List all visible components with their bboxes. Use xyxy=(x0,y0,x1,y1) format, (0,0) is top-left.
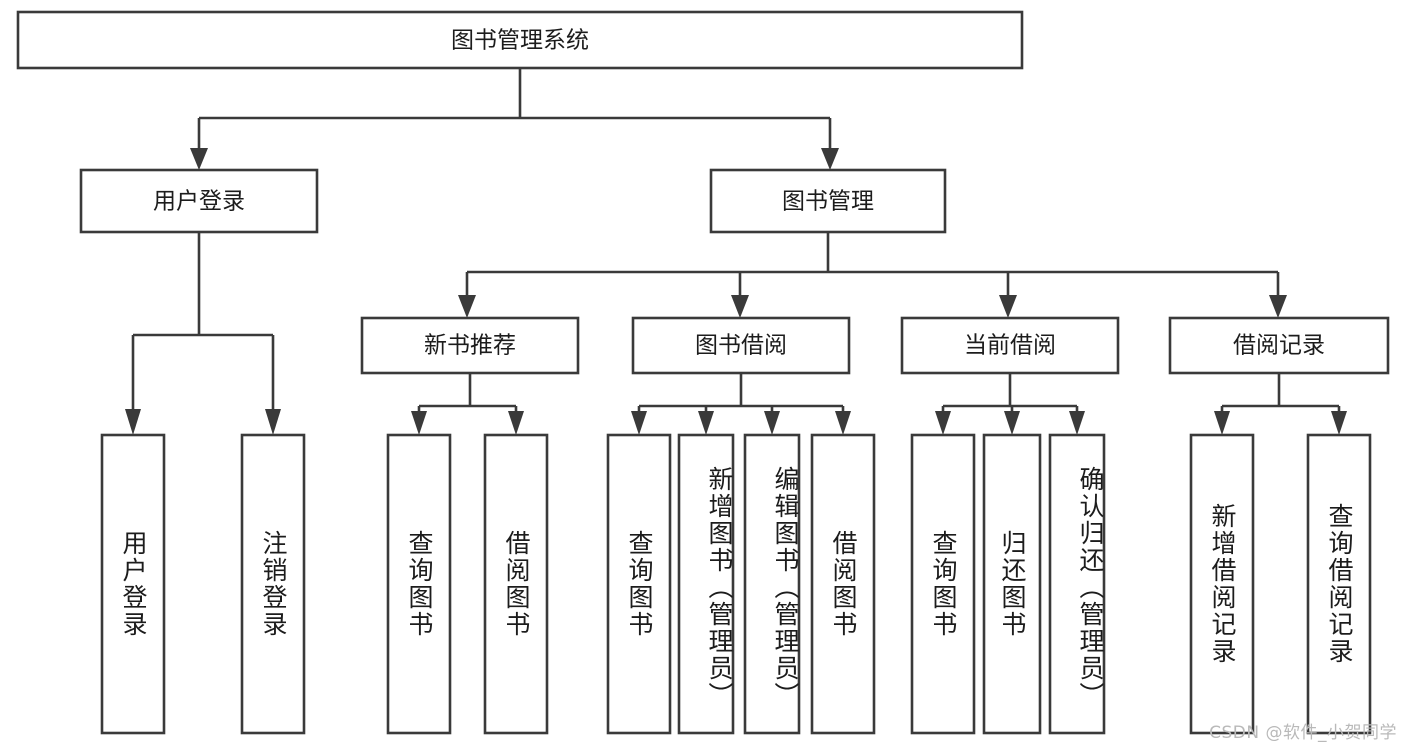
leaf-box-borrow-book-1[interactable] xyxy=(483,433,549,735)
leaf-box-query-record[interactable] xyxy=(1306,433,1372,735)
arrowhead-leaf-query-book-1 xyxy=(411,411,427,435)
leaf-box-user-login[interactable] xyxy=(100,433,166,735)
leaf-box-confirm-return[interactable] xyxy=(1048,433,1106,735)
node-book-manage-label: 图书管理 xyxy=(782,189,874,215)
arrowhead-leaf-borrow-book-2 xyxy=(835,411,851,435)
arrowhead-book-borrow xyxy=(731,295,749,318)
leaf-box-query-book-3[interactable] xyxy=(910,433,976,735)
arrowhead-book-manage xyxy=(821,148,839,170)
node-current-borrow-label: 当前借阅 xyxy=(964,333,1056,359)
connector-root-to-level2 xyxy=(190,68,839,170)
arrowhead-leaf-query-book-2 xyxy=(631,411,647,435)
arrowhead-new-book-recommend xyxy=(458,295,476,318)
node-borrow-record[interactable]: 借阅记录 xyxy=(1168,316,1390,375)
leaf-box-add-record[interactable] xyxy=(1189,433,1255,735)
connector-current-borrow-to-leaves xyxy=(935,373,1085,435)
node-root-label: 图书管理系统 xyxy=(451,28,589,54)
node-book-borrow-box xyxy=(631,316,851,375)
connector-borrow-record-to-leaves xyxy=(1214,373,1347,435)
connector-new-book-recommend-to-leaves xyxy=(411,373,524,435)
arrowhead-leaf-query-record xyxy=(1331,411,1347,435)
arrowhead-leaf-return-book xyxy=(1004,411,1020,435)
node-book-borrow[interactable]: 图书借阅 xyxy=(631,316,851,375)
arrowhead-borrow-record xyxy=(1269,295,1287,318)
node-user-login-label: 用户登录 xyxy=(153,189,245,215)
node-borrow-record-box xyxy=(1168,316,1390,375)
node-new-book-recommend-label: 新书推荐 xyxy=(424,333,516,359)
node-root[interactable]: 图书管理系统 xyxy=(16,10,1024,70)
leaf-box-return-book[interactable] xyxy=(982,433,1042,735)
arrowhead-current-borrow xyxy=(999,295,1017,318)
node-root-box xyxy=(16,10,1024,70)
arrowhead-leaf-query-book-3 xyxy=(935,411,951,435)
arrowhead-leaf-logout xyxy=(265,409,281,435)
arrowhead-user-login xyxy=(190,148,208,170)
leaf-box-query-book-2[interactable] xyxy=(606,433,672,735)
arrowhead-leaf-add-record xyxy=(1214,411,1230,435)
leaf-boxes xyxy=(100,433,1372,735)
node-book-borrow-label: 图书借阅 xyxy=(695,333,787,359)
leaf-box-logout[interactable] xyxy=(240,433,306,735)
leaf-box-borrow-book-2[interactable] xyxy=(810,433,876,735)
arrowhead-leaf-user-login xyxy=(125,409,141,435)
watermark-text: CSDN @软件_小贺同学 xyxy=(1209,723,1397,743)
node-book-manage[interactable]: 图书管理 xyxy=(709,168,947,234)
arrowhead-leaf-add-book xyxy=(698,411,714,435)
leaf-box-query-book-1[interactable] xyxy=(386,433,452,735)
arrowhead-leaf-borrow-book-1 xyxy=(508,411,524,435)
connector-user-login-to-leaves xyxy=(125,232,281,435)
node-current-borrow-box xyxy=(900,316,1120,375)
node-borrow-record-label: 借阅记录 xyxy=(1233,333,1325,359)
arrowhead-leaf-edit-book xyxy=(764,411,780,435)
node-book-manage-box xyxy=(709,168,947,234)
connector-book-borrow-to-leaves xyxy=(631,373,851,435)
leaf-box-edit-book[interactable] xyxy=(743,433,801,735)
node-user-login[interactable]: 用户登录 xyxy=(79,168,319,234)
node-new-book-recommend[interactable]: 新书推荐 xyxy=(360,316,580,375)
connector-book-manage-to-level3 xyxy=(458,232,1287,318)
arrowhead-leaf-confirm-return xyxy=(1069,411,1085,435)
leaf-box-add-book[interactable] xyxy=(677,433,735,735)
node-current-borrow[interactable]: 当前借阅 xyxy=(900,316,1120,375)
node-new-book-recommend-box xyxy=(360,316,580,375)
